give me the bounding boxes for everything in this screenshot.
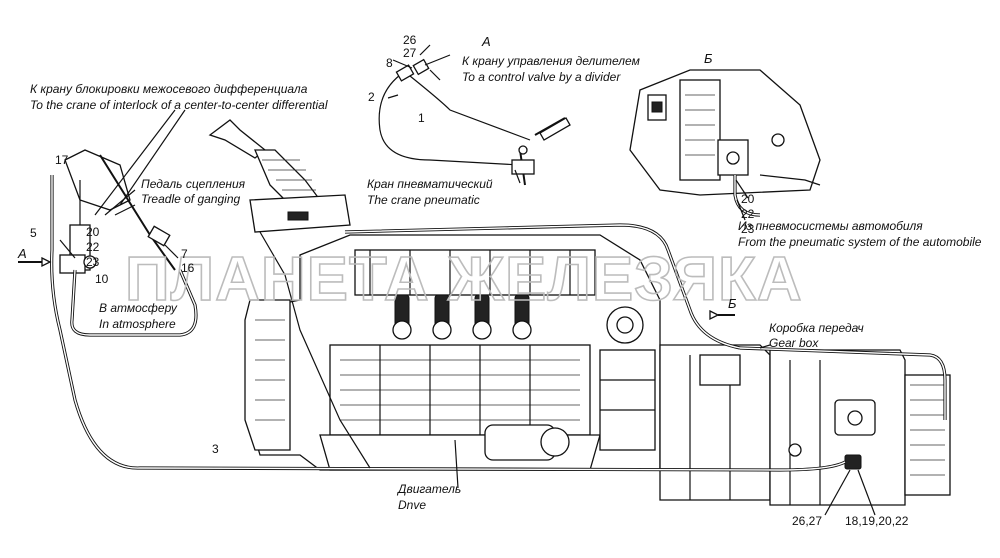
label-pedal-ru: Педаль сцепления xyxy=(141,177,246,191)
view-b-arrow-label: Б xyxy=(728,296,737,311)
label-engine-en: Dnve xyxy=(398,498,426,512)
callout-26: 26 xyxy=(403,33,417,47)
label-atm-ru: В атмосферу xyxy=(99,301,178,315)
label-pneumo-en: From the pneumatic system of the automob… xyxy=(738,235,982,249)
callout-22-left: 22 xyxy=(86,240,100,254)
callout-20-right: 20 xyxy=(741,192,755,206)
injector-row xyxy=(392,294,532,340)
callout-2: 2 xyxy=(368,90,375,104)
label-divider-en: To a control valve by a divider xyxy=(462,70,621,84)
gearbox-drawing xyxy=(659,344,951,506)
hose-3 xyxy=(50,175,846,472)
callout-8: 8 xyxy=(386,56,393,70)
clutch-pedal-assembly xyxy=(59,149,176,274)
callout-22-right: 22 xyxy=(741,207,755,221)
label-gearbox-en: Gear box xyxy=(769,336,819,350)
label-pneumo-ru: Из пневмосистемы автомобиля xyxy=(738,219,923,233)
callout-23-left: 23 xyxy=(86,255,100,269)
view-a-arrow-label: А xyxy=(17,246,27,261)
callout-17: 17 xyxy=(55,153,69,167)
view-a-crane-detail xyxy=(378,54,571,186)
callout-10: 10 xyxy=(95,272,109,286)
gear-shift-lever xyxy=(208,119,351,233)
callout-23-right: 23 xyxy=(741,222,755,236)
label-interlock-en: To the crane of interlock of a center-to… xyxy=(30,98,328,112)
view-a-letter: А xyxy=(481,34,491,49)
label-divider-ru: К крану управления делителем xyxy=(462,54,640,68)
callout-20-left: 20 xyxy=(86,225,100,239)
view-b-letter: Б xyxy=(704,51,713,66)
label-engine-ru: Двигатель xyxy=(396,482,461,496)
label-interlock-ru: К крану блокировки межосевого дифференци… xyxy=(30,82,308,96)
label-crane-en: The crane pneumatic xyxy=(367,193,480,207)
callout-27: 27 xyxy=(403,46,417,60)
leader-lines xyxy=(59,44,876,516)
callout-16: 16 xyxy=(181,261,195,275)
callout-1: 1 xyxy=(418,111,425,125)
engine-drawing xyxy=(244,234,661,471)
callout-3: 3 xyxy=(212,442,219,456)
label-crane-ru: Кран пневматический xyxy=(367,177,493,191)
view-b-inset xyxy=(629,69,821,217)
label-pedal-en: Treadle of ganging xyxy=(141,192,241,206)
callout-5: 5 xyxy=(30,226,37,240)
watermark: ПЛАНЕТА ЖЕЛЕЗЯКА xyxy=(125,245,803,314)
label-atm-en: In atmosphere xyxy=(99,317,176,331)
callout-18-19-20-22: 18,19,20,22 xyxy=(845,514,909,528)
label-gearbox-ru: Коробка передач xyxy=(769,321,864,335)
callout-7: 7 xyxy=(181,247,188,261)
callout-26-27: 26,27 xyxy=(792,514,822,528)
